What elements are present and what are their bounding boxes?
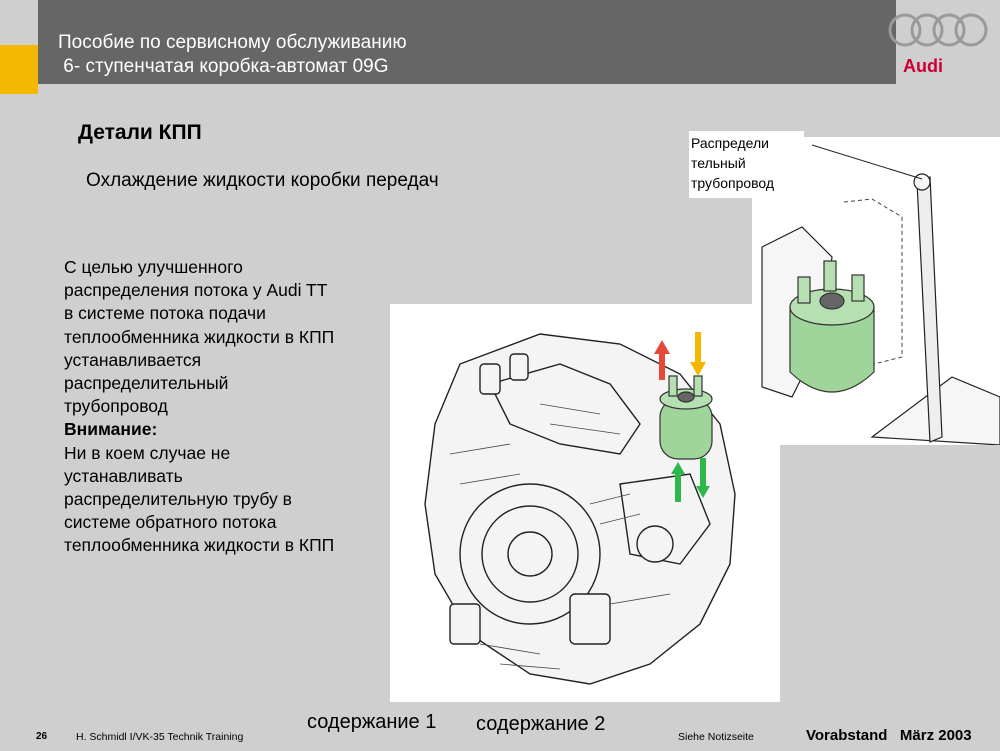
orange-arrow-icon bbox=[690, 332, 706, 376]
green-up-arrow-icon bbox=[671, 462, 685, 502]
footer-author: H. Schmidl I/VK-35 Technik Training bbox=[76, 731, 244, 743]
audi-logo: Audi bbox=[888, 13, 988, 76]
contents-2-link[interactable]: содержание 2 bbox=[476, 713, 606, 735]
audi-logo-wordmark: Audi bbox=[903, 56, 943, 76]
body-line: устанавливается bbox=[64, 349, 202, 370]
header-title-line2: 6- ступенчатая коробка-автомат 09G bbox=[58, 56, 389, 77]
warning-line: Ни в коем случае не bbox=[64, 442, 231, 463]
section-title: Детали КПП bbox=[78, 121, 202, 144]
callout-line: трубопровод bbox=[691, 175, 775, 191]
subtitle: Охлаждение жидкости коробки передач bbox=[86, 170, 439, 191]
warning-line: устанавливать bbox=[64, 465, 183, 486]
body-line: трубопровод bbox=[64, 396, 168, 417]
body-line: распределения потока у Audi TT bbox=[64, 280, 328, 301]
body-line: теплообменника жидкости в КПП bbox=[64, 326, 335, 347]
body-line: распределительный bbox=[64, 373, 229, 394]
callout-label: Распредели тельный трубопровод bbox=[689, 131, 804, 198]
body-line: в системе потока подачи bbox=[64, 303, 266, 324]
header-title: Пособие по сервисному обслуживанию 6- ст… bbox=[58, 31, 407, 79]
callout-line: тельный bbox=[691, 155, 746, 171]
red-arrow-icon bbox=[654, 340, 670, 380]
transmission-illustration bbox=[390, 304, 780, 702]
body-text: С целью улучшенного распределения потока… bbox=[64, 256, 384, 558]
green-down-arrow-icon bbox=[696, 458, 710, 498]
body-line: С целью улучшенного bbox=[64, 257, 243, 277]
header-bar bbox=[38, 0, 896, 84]
warning-line: системе обратного потока bbox=[64, 512, 277, 533]
footer-status: Vorabstand März 2003 bbox=[806, 727, 972, 744]
footer-note: Siehe Notizseite bbox=[678, 731, 754, 743]
inset-drawing bbox=[761, 144, 1000, 446]
cooler-part bbox=[659, 375, 713, 460]
warning-line: распределительную трубу в bbox=[64, 489, 292, 510]
header-title-line1: Пособие по сервисному обслуживанию bbox=[58, 32, 407, 53]
contents-1-link[interactable]: содержание 1 bbox=[307, 711, 437, 733]
inset-cooler bbox=[789, 260, 875, 393]
callout-line: Распредели bbox=[691, 135, 769, 151]
flow-arrows bbox=[654, 332, 710, 502]
warning-label: Внимание: bbox=[64, 419, 158, 440]
page-number: 26 bbox=[36, 731, 48, 742]
warning-line: теплообменника жидкости в КПП bbox=[64, 535, 335, 556]
accent-block bbox=[0, 45, 38, 94]
transmission-drawing bbox=[424, 332, 736, 685]
